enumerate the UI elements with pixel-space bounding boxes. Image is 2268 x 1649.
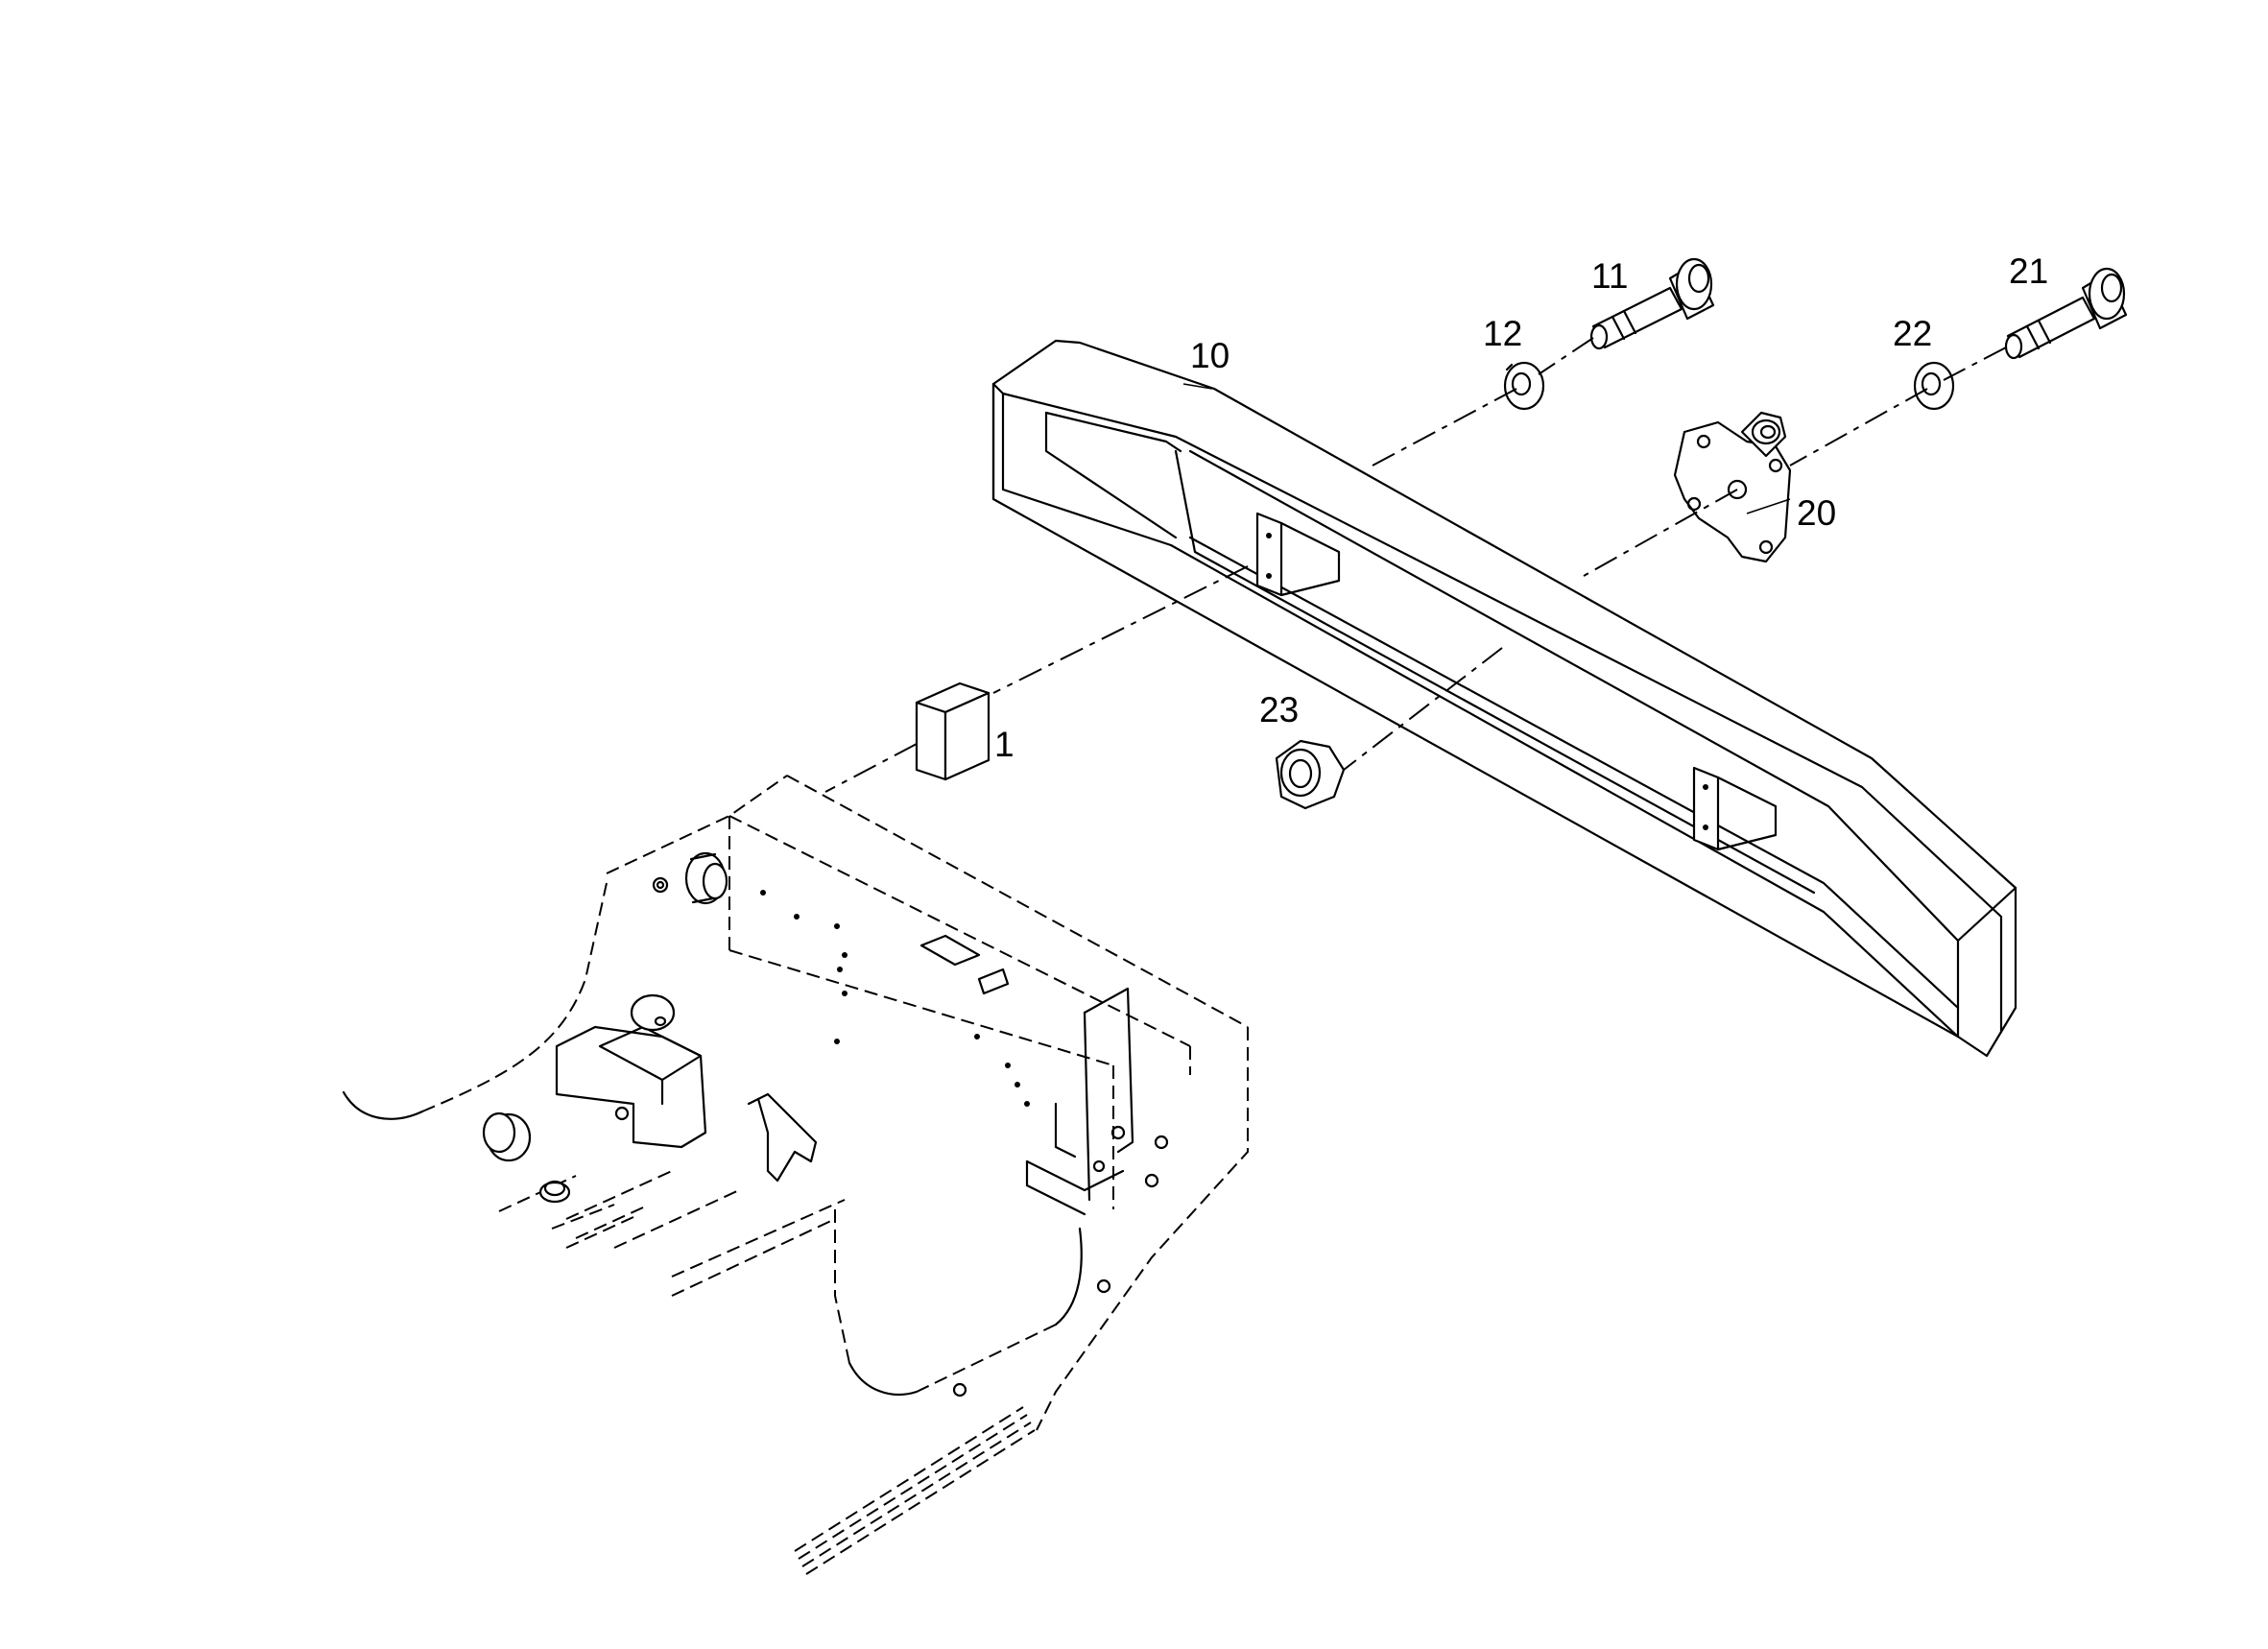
part-label-21: 21 <box>2009 251 2048 291</box>
chassis-frame <box>342 775 1249 1575</box>
leader-lines <box>1182 383 1791 514</box>
part-label-11: 11 <box>1591 256 1628 296</box>
spacer-block <box>915 681 991 781</box>
bumper-beam <box>991 339 2017 1058</box>
part-label-22: 22 <box>1893 314 1932 353</box>
part-labels: 1 10 11 12 20 21 22 23 <box>994 251 2048 764</box>
washer-12 <box>1503 361 1545 411</box>
part-label-20: 20 <box>1797 493 1836 533</box>
hex-nut <box>1275 739 1346 810</box>
part-label-23: 23 <box>1259 690 1299 729</box>
part-label-1: 1 <box>994 725 1015 764</box>
part-label-10: 10 <box>1190 336 1229 375</box>
towing-eye-plate <box>1673 411 1792 563</box>
bolt-21 <box>2004 267 2128 360</box>
assembly-centerlines <box>824 337 2007 793</box>
part-label-12: 12 <box>1483 314 1522 353</box>
bolt-11 <box>1589 257 1715 350</box>
washer-22 <box>1913 361 1955 411</box>
